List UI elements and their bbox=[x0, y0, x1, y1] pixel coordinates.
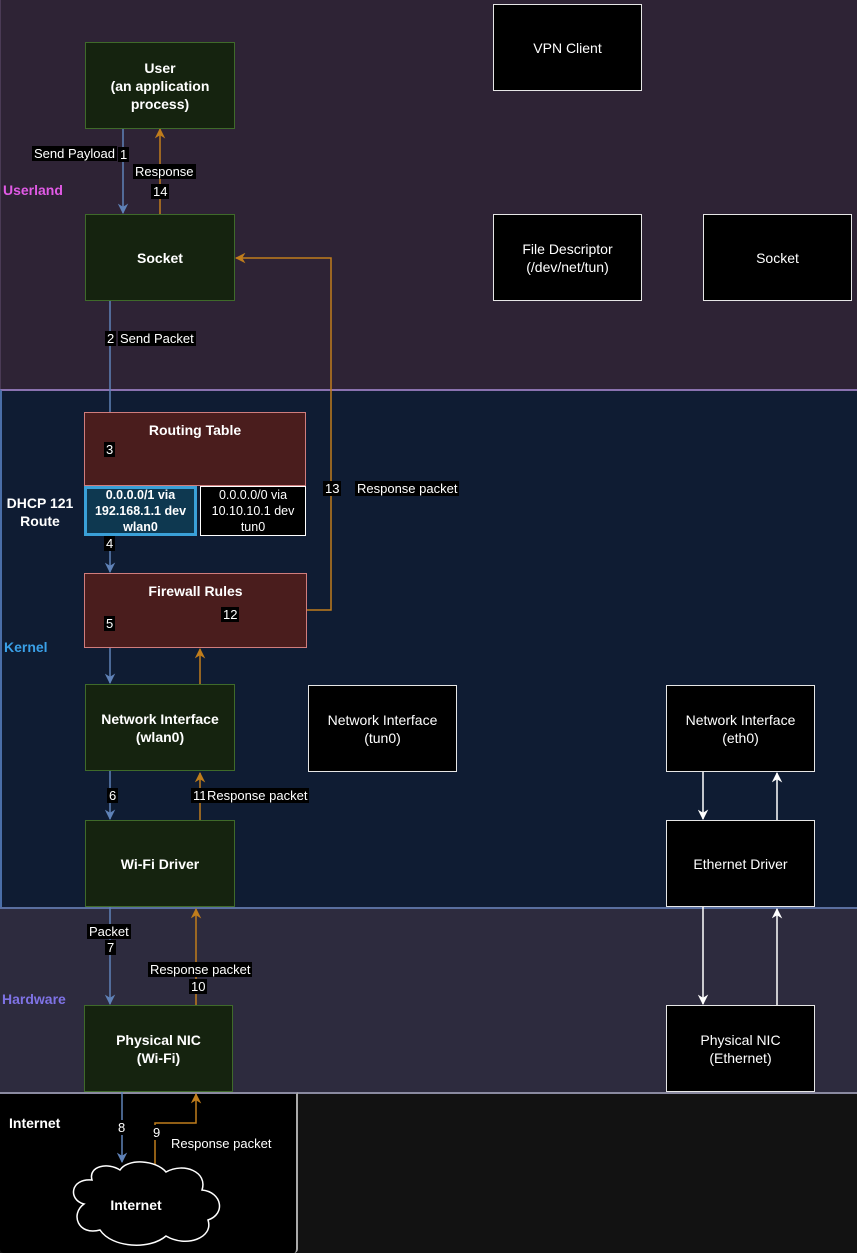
ethernet-driver-node[interactable]: Ethernet Driver bbox=[666, 820, 815, 907]
physical-nic-wifi-node[interactable]: Physical NIC (Wi-Fi) bbox=[84, 1005, 233, 1092]
file-descriptor-node[interactable]: File Descriptor (/dev/net/tun) bbox=[493, 214, 642, 301]
edge-2-label: Send Packet bbox=[118, 331, 196, 346]
edge-3-number: 3 bbox=[104, 442, 116, 457]
edge-13-number: 13 bbox=[323, 481, 342, 496]
edge-12-number: 12 bbox=[221, 607, 240, 622]
edge-10-label: Response packet bbox=[148, 962, 253, 977]
internet-cloud-label: Internet bbox=[110, 1197, 162, 1213]
edge-6-number: 6 bbox=[107, 788, 119, 803]
edge-7-number: 7 bbox=[105, 940, 117, 955]
edge-9-number: 9 bbox=[151, 1125, 163, 1140]
empty-zone bbox=[298, 1092, 857, 1253]
firewall-rules-node[interactable]: Firewall Rules bbox=[84, 573, 307, 648]
edge-10-number: 10 bbox=[189, 979, 208, 994]
edge-14-label: Response bbox=[133, 164, 196, 179]
edge-11-label: Response packet bbox=[205, 788, 310, 803]
user-process-node[interactable]: User (an application process) bbox=[85, 42, 235, 129]
network-interface-tun0-node[interactable]: Network Interface (tun0) bbox=[308, 685, 457, 772]
route-wlan-entry[interactable]: 0.0.0.0/1 via 192.168.1.1 dev wlan0 bbox=[84, 486, 197, 536]
edge-7-label: Packet bbox=[87, 924, 131, 939]
network-interface-wlan0-node[interactable]: Network Interface (wlan0) bbox=[85, 684, 235, 771]
edge-2-number: 2 bbox=[105, 331, 117, 346]
dhcp-route-label: DHCP 121 Route bbox=[6, 495, 74, 529]
edge-4-number: 4 bbox=[104, 536, 116, 551]
edge-9-label: Response packet bbox=[171, 1136, 272, 1151]
edge-1-label: Send Payload bbox=[32, 146, 117, 161]
edge-14-number: 14 bbox=[151, 184, 170, 199]
kernel-label: Kernel bbox=[4, 639, 48, 655]
edge-5-number: 5 bbox=[104, 616, 116, 631]
edge-8-number: 8 bbox=[116, 1120, 128, 1135]
hardware-label: Hardware bbox=[2, 991, 66, 1007]
edge-13-label: Response packet bbox=[355, 481, 460, 496]
internet-label: Internet bbox=[9, 1115, 61, 1131]
wifi-driver-node[interactable]: Wi-Fi Driver bbox=[85, 820, 235, 907]
network-interface-eth0-node[interactable]: Network Interface (eth0) bbox=[666, 685, 815, 772]
socket-node[interactable]: Socket bbox=[85, 214, 235, 301]
routing-table-node[interactable]: Routing Table bbox=[84, 412, 306, 486]
physical-nic-ethernet-node[interactable]: Physical NIC (Ethernet) bbox=[666, 1005, 815, 1092]
vpn-socket-node[interactable]: Socket bbox=[703, 214, 852, 301]
route-tun-entry[interactable]: 0.0.0.0/0 via 10.10.10.1 dev tun0 bbox=[200, 486, 306, 536]
edge-1-number: 1 bbox=[118, 147, 130, 162]
userland-label: Userland bbox=[3, 182, 63, 198]
edge-11-number: 11 bbox=[191, 788, 209, 803]
vpn-client-node[interactable]: VPN Client bbox=[493, 4, 642, 91]
